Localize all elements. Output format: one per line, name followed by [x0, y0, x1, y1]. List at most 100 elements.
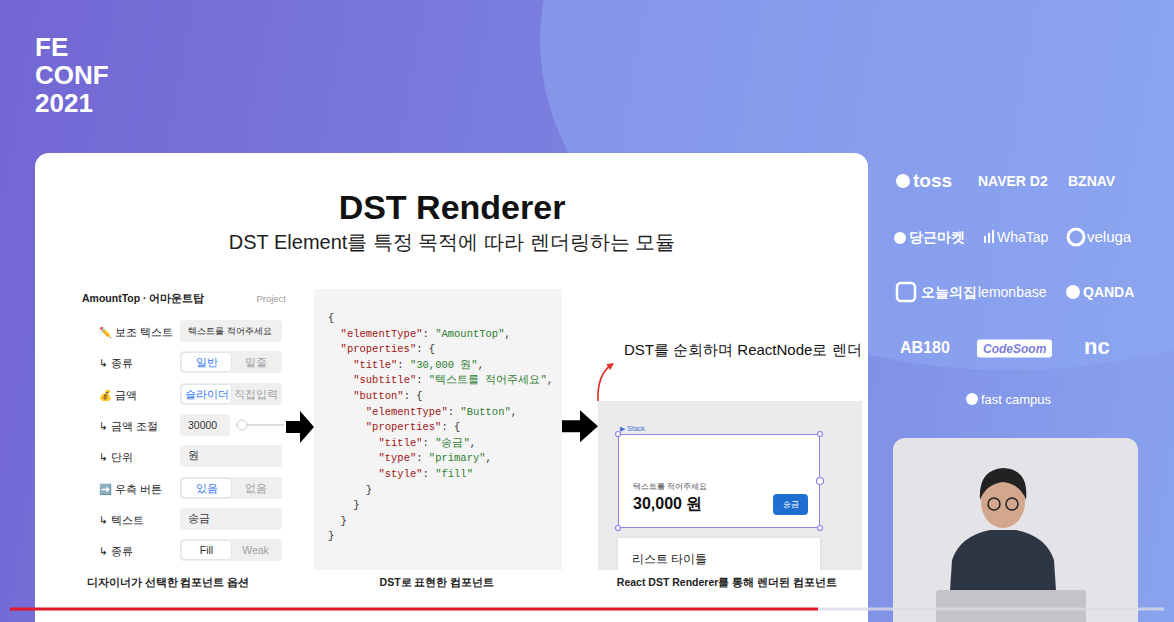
code-line: "style": "fill"	[328, 468, 473, 480]
list-title: 리스트 타이틀	[632, 552, 707, 566]
code-line: }	[328, 484, 372, 496]
selection-handle	[816, 477, 823, 484]
text-anchor-box: }	[328, 479, 372, 497]
segment-option: 직접입력	[231, 385, 280, 403]
slide-panel: DST Renderer텍스트를 적어주세요일반밑줄슬라이더직접입력30000원…	[35, 153, 868, 622]
card-subtitle: 텍스트를 적어주세요	[633, 482, 707, 491]
code-token: :	[448, 406, 461, 418]
field-text: 텍스트를 적어주세요	[188, 325, 272, 338]
code-token: "Button"	[460, 406, 510, 418]
code-token: }	[328, 515, 347, 527]
code-token: {	[328, 312, 334, 324]
label-box: AB180	[900, 339, 950, 357]
code-token: "style"	[378, 468, 422, 480]
text-anchor-box: "type": "primary",	[328, 447, 492, 465]
frame-label: ▶ Stack	[620, 425, 645, 432]
panel-caption: DST로 표현한 컴포넌트	[380, 576, 495, 588]
code-line: "properties": {	[328, 421, 460, 433]
option-label: 💰 금액	[99, 389, 137, 401]
logo-icon	[894, 232, 906, 244]
code-token: :	[423, 468, 436, 480]
code-token	[328, 437, 378, 449]
segmented-control: FillWeak	[180, 539, 282, 561]
text-anchor-box: ▶ Stack	[620, 417, 645, 435]
logo-icon	[984, 236, 986, 243]
sponsor-logo: WhaTap	[997, 229, 1048, 245]
logo-icon	[992, 230, 994, 243]
field-text: 송금	[783, 499, 799, 510]
callout-text: DST를 순회하며 ReactNode로 렌더	[624, 341, 862, 358]
code-token: "title"	[378, 437, 422, 449]
label-box: DST로 표현한 컴포넌트	[380, 572, 495, 590]
code-line: "button": {	[328, 390, 423, 402]
code-token: "30,000 원"	[410, 359, 478, 371]
code-token: "properties"	[366, 421, 442, 433]
card-amount: 30,000 원	[633, 495, 702, 512]
selection-handles	[613, 429, 825, 533]
code-token: "elementType"	[341, 328, 423, 340]
code-token: "fill"	[435, 468, 473, 480]
segmented-control: 슬라이더직접입력	[180, 383, 282, 405]
code-token: "elementType"	[366, 406, 448, 418]
text-anchor-box: "subtitle": "텍스트를 적어주세요",	[328, 369, 553, 387]
sponsor-logo: veluga	[1087, 228, 1131, 245]
code-line: }	[328, 530, 334, 542]
code-line: "subtitle": "텍스트를 적어주세요",	[328, 374, 553, 386]
option-label: ↳ 텍스트	[99, 514, 144, 526]
speaker-glasses	[1006, 498, 1018, 510]
label-box: DST를 순회하며 ReactNode로 렌더	[624, 341, 862, 360]
callout-arrow	[598, 365, 611, 401]
progress-played	[10, 608, 818, 611]
code-token: :	[423, 437, 436, 449]
code-line: }	[328, 499, 360, 511]
sponsor-logo: fast campus	[981, 392, 1051, 407]
laptop	[936, 590, 1086, 622]
text-anchor-box: "button": {	[328, 385, 423, 403]
text-anchor-box: "title": "송금",	[328, 432, 476, 450]
code-token: "송금"	[435, 437, 470, 449]
logo-icon	[1068, 229, 1084, 245]
block-arrow	[286, 411, 314, 443]
code-token: "AmountTop"	[435, 328, 504, 340]
label-box: ➡️ 우측 버튼	[99, 479, 162, 497]
code-token	[328, 359, 353, 371]
text-anchor-box: }	[328, 510, 347, 528]
code-token: "primary"	[429, 452, 486, 464]
label-box: toss	[913, 170, 952, 192]
sponsor-logo: toss	[913, 170, 952, 191]
code-token	[328, 328, 341, 340]
text-anchor-box: AmountTop · 어마운트탑	[82, 288, 204, 306]
slide-subtitle: DST Element를 특정 목적에 따라 렌더링하는 모듈	[229, 231, 675, 253]
logo-icon	[966, 393, 978, 405]
code-token: }	[328, 530, 334, 542]
option-label: ↳ 종류	[99, 545, 133, 557]
code-token: ,	[547, 374, 553, 386]
segment-option: Fill	[182, 541, 231, 559]
segment-option: 없음	[231, 479, 280, 497]
progress-rest	[818, 608, 1164, 611]
panel-tag: Project	[256, 293, 286, 304]
code-token: ,	[486, 452, 492, 464]
input-field: 30000	[180, 414, 230, 436]
speaker-hair	[980, 468, 1026, 500]
text-anchor-box: "properties": {	[328, 416, 460, 434]
label-box: ↳ 금액 조절	[99, 416, 158, 434]
label-box: ↳ 종류	[99, 541, 133, 559]
text-anchor-box: 30,000 원	[633, 494, 702, 515]
option-label: ➡️ 우측 버튼	[99, 483, 162, 495]
slide-title: DST Renderer	[339, 188, 566, 226]
code-token: :	[416, 452, 429, 464]
slider-knob	[237, 420, 247, 430]
sponsor-logo: nc	[1084, 334, 1110, 359]
sponsor-logo: 당근마켓	[909, 229, 965, 245]
preview-area: 송금 텍스트를 적어주세요 30,000 원리스트 타이틀 ▶ Stack	[598, 401, 862, 570]
label-box: ↳ 텍스트	[99, 510, 144, 528]
logo-icon	[988, 233, 990, 243]
label-box: ↳ 단위	[99, 447, 133, 465]
option-label: ↳ 단위	[99, 451, 133, 463]
speaker-glasses	[988, 498, 1000, 510]
code-token: "type"	[378, 452, 416, 464]
label-box: BZNAV	[1068, 172, 1115, 190]
